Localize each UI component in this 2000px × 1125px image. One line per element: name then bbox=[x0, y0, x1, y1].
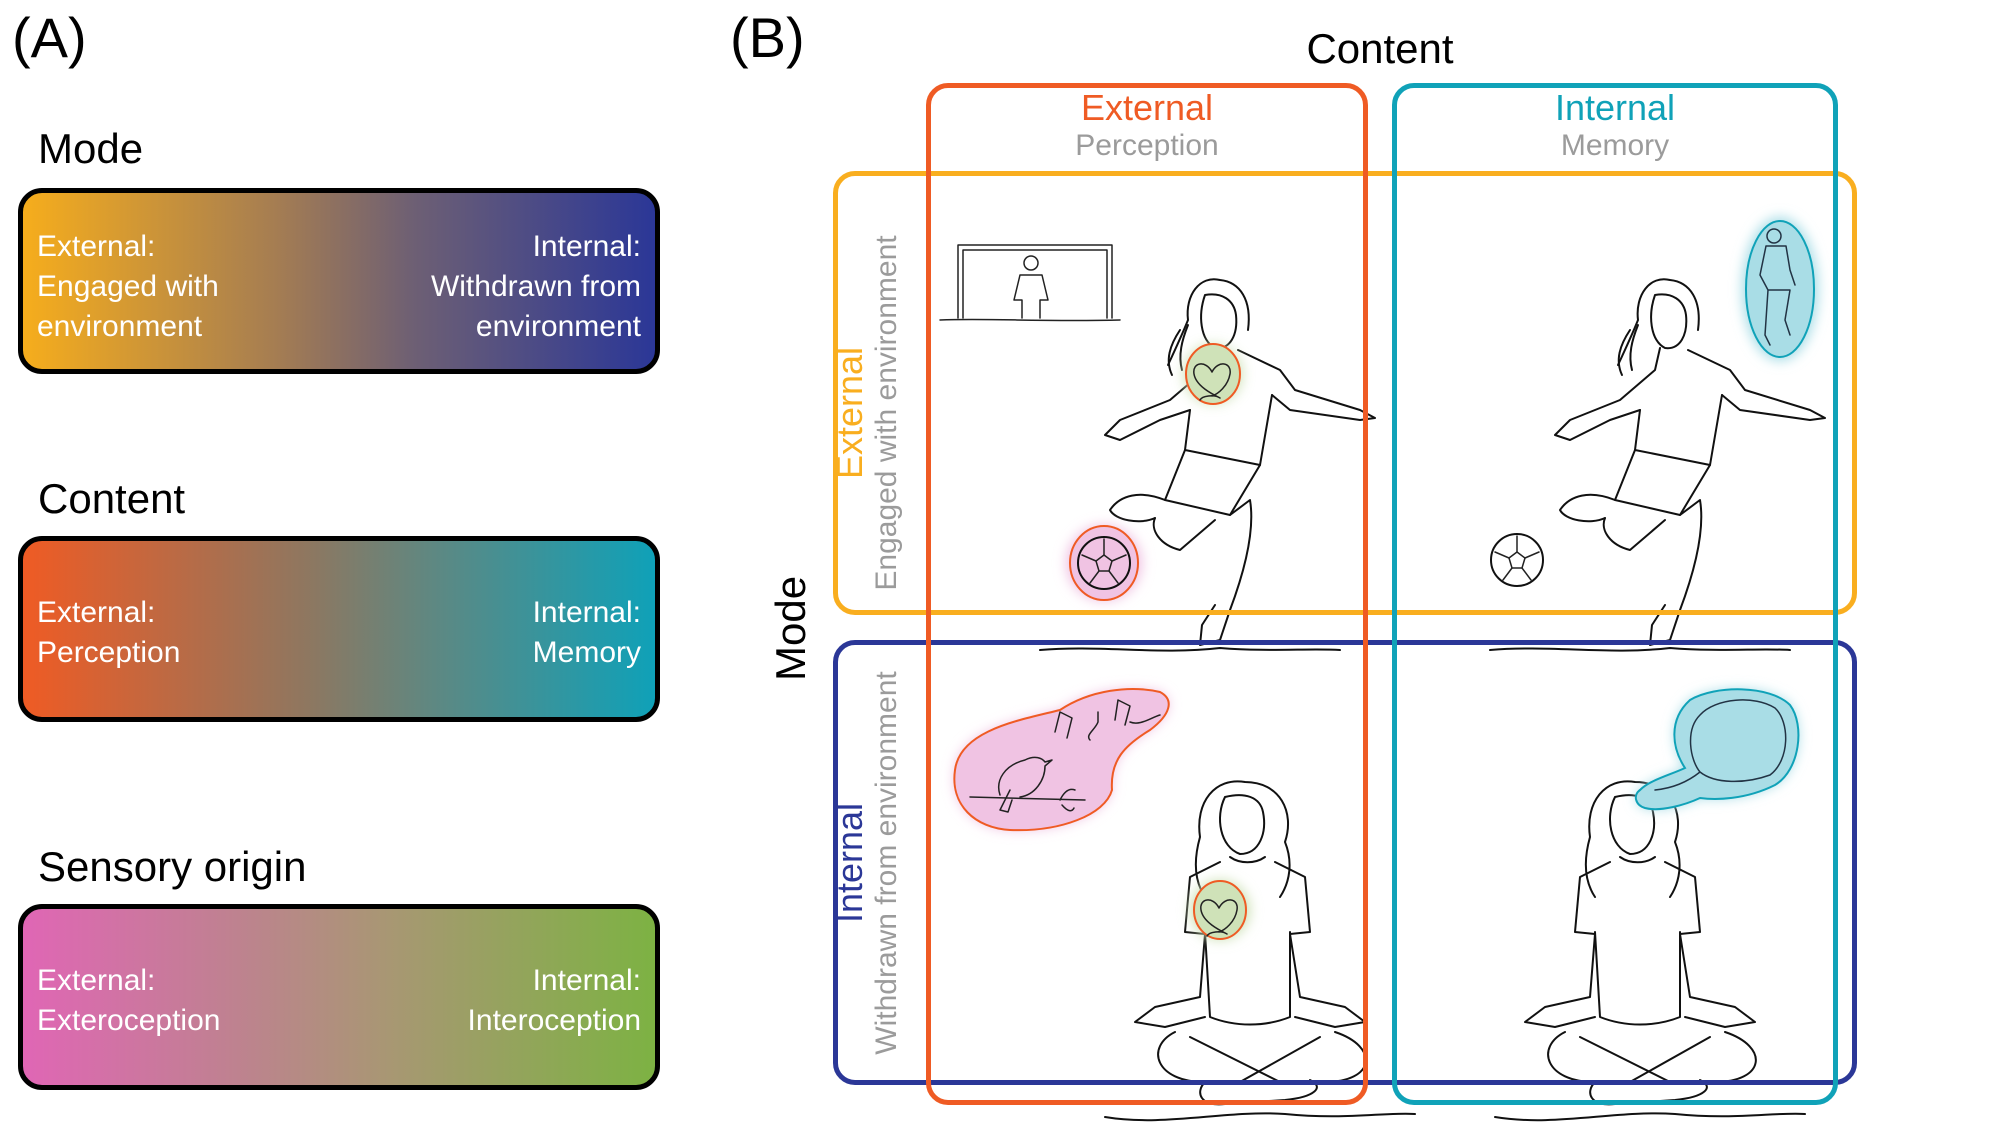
content-gradient-box: External: Perception Internal: Memory bbox=[18, 536, 660, 722]
row-frame-internal-mode bbox=[833, 640, 1857, 1085]
soccer-ball-exteroception-highlight bbox=[1066, 525, 1142, 601]
mode-internal-desc-2: environment bbox=[475, 310, 641, 343]
panel-b-label: (B) bbox=[730, 6, 805, 69]
content-axis-title: Content bbox=[1306, 25, 1454, 72]
content-external-desc: Perception bbox=[37, 636, 181, 669]
content-external-label: External: Perception bbox=[37, 593, 180, 673]
heart-interoception-highlight bbox=[1183, 343, 1243, 405]
row-frame-external-mode bbox=[833, 171, 1857, 615]
sensory-internal-desc: Interoception bbox=[467, 1004, 641, 1037]
bird-singing-exteroception-highlight bbox=[953, 688, 1170, 832]
content-internal-label: Internal: Memory bbox=[533, 593, 641, 673]
sensory-internal-label: Internal: Interoception bbox=[468, 961, 641, 1041]
content-external-heading: External: bbox=[37, 596, 156, 629]
column-frame-external-content bbox=[926, 83, 1368, 1105]
mode-external-label: External: Engaged with environment bbox=[37, 227, 219, 347]
sensory-origin-gradient-box: External: Exteroception Internal: Intero… bbox=[18, 904, 660, 1090]
thought-bubble-memory-highlight bbox=[1634, 688, 1800, 811]
content-internal-desc: Memory bbox=[532, 636, 641, 669]
mode-dimension-title: Mode bbox=[38, 125, 144, 172]
mode-external-heading: External: bbox=[37, 230, 156, 263]
content-dimension-title: Content bbox=[38, 475, 186, 522]
sensory-external-desc: Exteroception bbox=[37, 1004, 221, 1037]
mode-internal-heading: Internal: bbox=[532, 230, 641, 263]
mode-internal-label: Internal: Withdrawn from environment bbox=[431, 227, 641, 347]
remembered-player-memory-highlight bbox=[1742, 217, 1818, 361]
column-subtitle-perception: Perception bbox=[1075, 129, 1219, 162]
column-subtitle-memory: Memory bbox=[1560, 129, 1670, 162]
sensory-origin-dimension-title: Sensory origin bbox=[38, 843, 307, 890]
column-header-external: External Perception bbox=[926, 88, 1368, 164]
sensory-internal-heading: Internal: bbox=[532, 964, 641, 997]
mode-internal-desc-1: Withdrawn from bbox=[430, 270, 641, 303]
mode-gradient-box: External: Engaged with environment Inter… bbox=[18, 188, 660, 374]
sensory-external-heading: External: bbox=[37, 964, 156, 997]
goalkeeper-in-goal-icon bbox=[939, 244, 1121, 322]
column-title-external: External bbox=[1080, 87, 1214, 128]
column-header-internal: Internal Memory bbox=[1394, 88, 1836, 164]
mode-external-desc-2: environment bbox=[37, 310, 203, 343]
column-title-internal: Internal bbox=[1554, 87, 1676, 128]
panel-a-label: (A) bbox=[12, 6, 87, 69]
heart-interoception-highlight-2 bbox=[1190, 880, 1250, 940]
content-internal-heading: Internal: bbox=[532, 596, 641, 629]
sensory-external-label: External: Exteroception bbox=[37, 961, 220, 1041]
mode-external-desc-1: Engaged with bbox=[37, 270, 219, 303]
column-frame-internal-content bbox=[1392, 83, 1838, 1105]
